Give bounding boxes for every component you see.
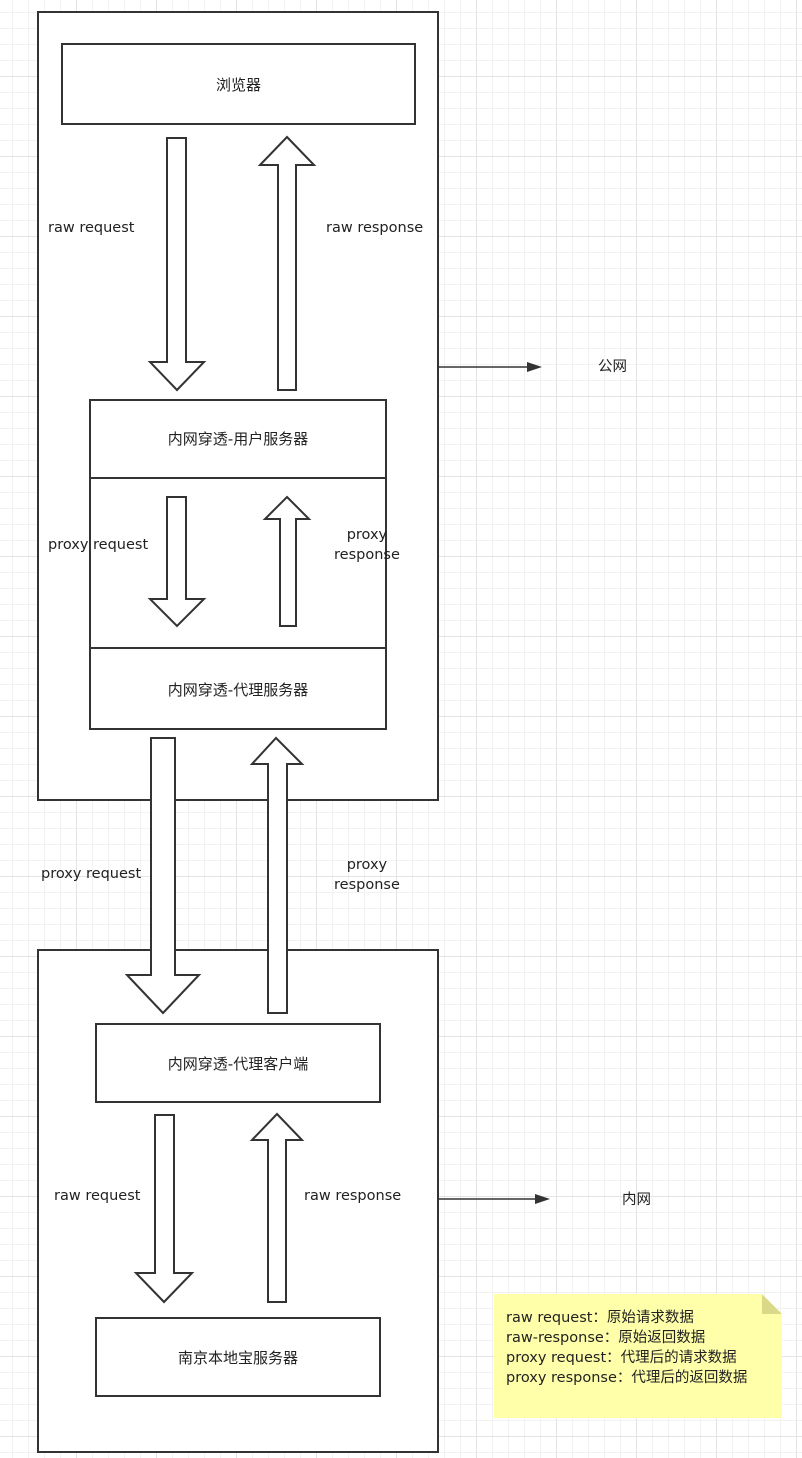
proxy-response-mid-label: proxy response: [334, 857, 400, 893]
legend-line-raw-response: raw-response：原始返回数据: [506, 1330, 706, 1346]
raw-request-bottom-label: raw request: [54, 1188, 141, 1204]
proxy-server-node: 内网穿透-代理服务器: [89, 647, 387, 730]
legend-note: raw request：原始请求数据 raw-response：原始返回数据 p…: [494, 1294, 782, 1418]
public-pointer-head: [527, 362, 542, 372]
user-server-label: 内网穿透-用户服务器: [167, 429, 309, 448]
user-server-node: 内网穿透-用户服务器: [89, 399, 387, 479]
proxy-client-node: 内网穿透-代理客户端: [95, 1023, 381, 1103]
local-server-node: 南京本地宝服务器: [95, 1317, 381, 1397]
legend-line-proxy-request: proxy request：代理后的请求数据: [506, 1350, 737, 1366]
server-group: [89, 399, 387, 730]
raw-response-top-label: raw response: [326, 220, 424, 236]
proxy-request-mid-label: proxy request: [41, 866, 142, 882]
proxy-server-label: 内网穿透-代理服务器: [167, 681, 309, 699]
raw-request-top-label: raw request: [48, 220, 135, 236]
raw-response-bottom-label: raw response: [304, 1188, 402, 1204]
browser-label: 浏览器: [215, 75, 261, 94]
proxy-request-inner-label: proxy request: [48, 537, 149, 553]
local-server-label: 南京本地宝服务器: [177, 1348, 298, 1367]
public-network-label: 公网: [598, 359, 627, 375]
legend-line-raw-request: raw request：原始请求数据: [506, 1310, 694, 1326]
browser-node: 浏览器: [61, 43, 416, 125]
proxy-response-inner-label: proxy response: [334, 527, 400, 563]
internal-pointer-head: [535, 1194, 550, 1204]
legend-line-proxy-response: proxy response：代理后的返回数据: [506, 1370, 748, 1386]
internal-network-label: 内网: [622, 1192, 651, 1208]
proxy-client-label: 内网穿透-代理客户端: [167, 1054, 309, 1073]
note-fold: [762, 1294, 782, 1314]
